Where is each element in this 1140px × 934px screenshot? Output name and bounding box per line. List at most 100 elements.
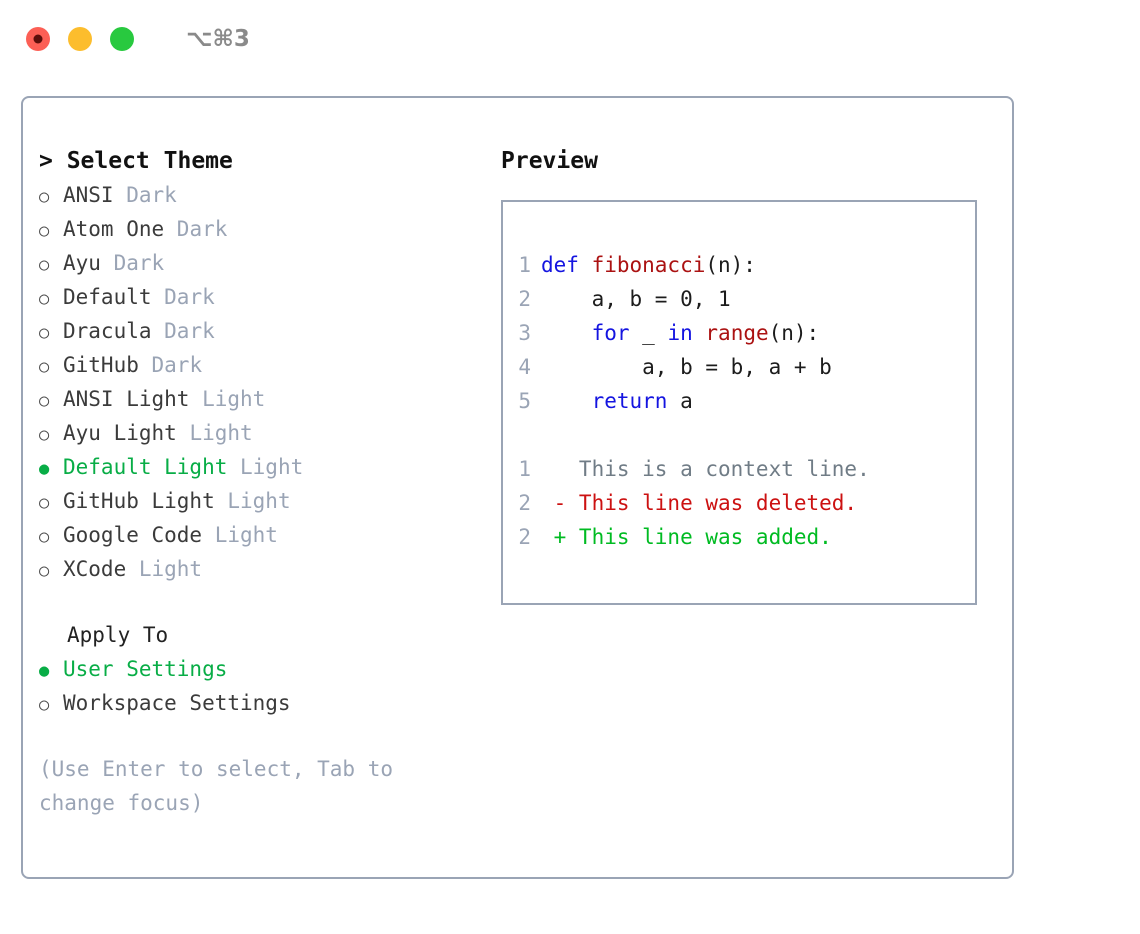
theme-kind-badge: Dark	[151, 353, 203, 377]
theme-list-item[interactable]: ● Default Light Light	[39, 450, 479, 484]
theme-list-item[interactable]: ○ Default Dark	[39, 280, 479, 314]
code-token: def	[541, 253, 592, 277]
apply-to-options[interactable]: ● User Settings ○ Workspace Settings	[39, 652, 479, 720]
theme-name: Atom One	[63, 217, 177, 241]
code-token: (n):	[705, 253, 756, 277]
theme-list-item[interactable]: ○ANSI Dark	[39, 178, 479, 212]
apply-to-option[interactable]: ● User Settings	[39, 652, 479, 686]
code-token: a	[667, 389, 693, 413]
theme-name: GitHub	[63, 353, 152, 377]
diff-text: - This line was deleted.	[541, 491, 858, 515]
radio-unselected-icon: ○	[39, 425, 50, 445]
theme-list-item[interactable]: ○XCode Light	[39, 552, 479, 586]
radio-unselected-icon: ○	[39, 323, 50, 343]
code-line: 1 def fibonacci(n):	[503, 248, 975, 282]
theme-list-item[interactable]: ○Ayu Dark	[39, 246, 479, 280]
theme-list-item[interactable]: ○ GitHub Light Light	[39, 484, 479, 518]
line-number: 4	[518, 355, 531, 379]
page-title: > Select Theme	[39, 148, 233, 174]
theme-name: Default	[63, 285, 165, 309]
theme-list-item[interactable]: ○ Google Code Light	[39, 518, 479, 552]
theme-kind-badge: Dark	[164, 285, 215, 309]
theme-name: Dracula	[63, 319, 165, 343]
diff-text: This is a context line.	[541, 457, 870, 481]
radio-unselected-icon: ○	[39, 527, 50, 547]
radio-unselected-icon: ○	[39, 187, 50, 207]
line-number: 5	[518, 389, 531, 413]
theme-name: XCode	[63, 557, 139, 581]
apply-to-option[interactable]: ○ Workspace Settings	[39, 686, 479, 720]
code-token: (n):	[768, 321, 820, 345]
minimize-button[interactable]	[68, 27, 92, 51]
code-line: 3 for _ in range(n):	[503, 316, 975, 350]
radio-unselected-icon: ○	[39, 221, 50, 241]
code-token: in	[667, 321, 693, 345]
radio-unselected-icon: ○	[39, 493, 50, 513]
radio-selected-icon: ●	[39, 661, 50, 681]
theme-kind-badge: Dark	[176, 217, 228, 241]
code-text: a, b = b, a + b	[541, 350, 832, 384]
code-token: fibonacci	[591, 253, 706, 277]
theme-list-item[interactable]: ○ Ayu Light Light	[39, 416, 479, 450]
apply-to-title: Apply To	[67, 623, 169, 647]
line-number: 1	[518, 253, 531, 277]
code-token: a, b = b, a + b	[541, 355, 832, 379]
theme-kind-badge: Light	[202, 387, 266, 411]
maximize-button[interactable]	[110, 27, 134, 51]
apply-to-label: User Settings	[63, 657, 228, 681]
apply-to-label: Workspace Settings	[63, 691, 291, 715]
radio-unselected-icon: ○	[39, 357, 50, 377]
radio-unselected-icon: ○	[39, 695, 50, 715]
dialog-frame: > Select Theme ○ANSI Dark○Atom One Dark○…	[21, 96, 1014, 879]
code-token: _	[629, 321, 668, 345]
diff-sample: 1 This is a context line.2 - This line w…	[503, 452, 975, 554]
theme-name: Google Code	[63, 523, 215, 547]
line-number: 2	[518, 287, 531, 311]
code-diff-spacer	[503, 418, 975, 452]
code-text: def fibonacci(n):	[541, 248, 756, 282]
theme-kind-badge: Light	[189, 421, 253, 445]
keyboard-shortcut-label: ⌥⌘3	[186, 25, 250, 52]
theme-name: GitHub Light	[63, 489, 228, 513]
radio-selected-icon: ●	[39, 459, 50, 479]
theme-kind-badge: Dark	[113, 251, 165, 275]
line-number: 2	[518, 525, 531, 549]
theme-kind-badge: Dark	[126, 183, 177, 207]
line-number: 2	[518, 491, 531, 515]
theme-kind-badge: Light	[138, 557, 203, 581]
theme-kind-badge: Light	[214, 523, 278, 547]
apply-to-section: Apply To ● User Settings ○ Workspace Settin…	[39, 618, 479, 720]
theme-list-item[interactable]: ○ GitHub Dark	[39, 348, 479, 382]
window-controls	[26, 27, 134, 51]
theme-list-item[interactable]: ○ Atom One Dark	[39, 212, 479, 246]
line-number: 3	[518, 321, 531, 345]
code-line: 2 a, b = 0, 1	[503, 282, 975, 316]
theme-kind-badge: Light	[240, 455, 304, 479]
theme-name: ANSI Light	[63, 387, 203, 411]
close-button[interactable]	[26, 27, 50, 51]
code-token: a, b = 0, 1	[541, 287, 731, 311]
theme-list-item[interactable]: ○ Dracula Dark	[39, 314, 479, 348]
theme-kind-badge: Dark	[164, 319, 215, 343]
code-token: for	[591, 321, 630, 345]
keyboard-hint: (Use Enter to select, Tab to change focu…	[39, 757, 394, 815]
code-token: range	[705, 321, 769, 345]
radio-unselected-icon: ○	[39, 289, 50, 309]
theme-list-item[interactable]: ○ANSI Light Light	[39, 382, 479, 416]
diff-text: + This line was added.	[541, 525, 832, 549]
theme-list[interactable]: ○ANSI Dark○Atom One Dark○Ayu Dark○Defaul…	[39, 178, 479, 586]
radio-unselected-icon: ○	[39, 255, 50, 275]
theme-name: Default Light	[63, 455, 241, 479]
preview-title: Preview	[501, 148, 598, 174]
code-text: return a	[541, 384, 693, 418]
code-token	[693, 321, 706, 345]
code-line: 4 a, b = b, a + b	[503, 350, 975, 384]
diff-line: 2 - This line was deleted.	[503, 486, 975, 520]
theme-name: Ayu Light	[63, 421, 190, 445]
code-text: for _ in range(n):	[541, 316, 820, 350]
theme-kind-badge: Light	[227, 489, 291, 513]
